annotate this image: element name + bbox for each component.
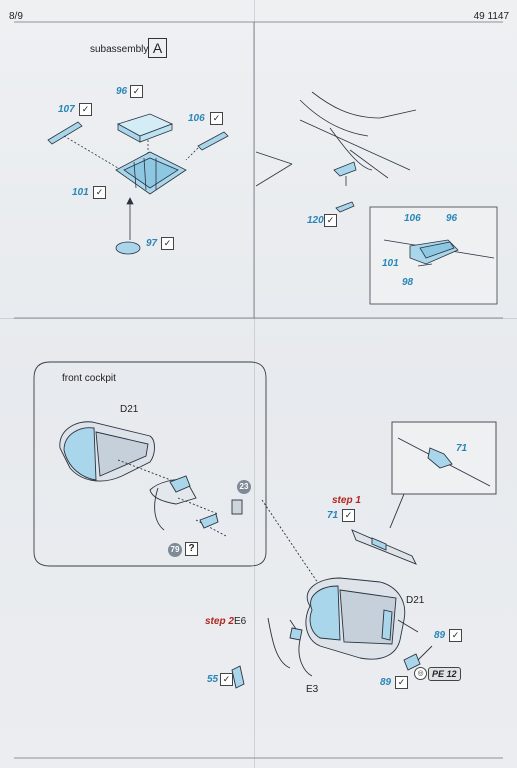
- check-box-55[interactable]: ✓: [220, 673, 233, 686]
- part-89a-label: 89: [434, 630, 446, 641]
- detail-106-label: 106: [404, 213, 421, 224]
- check-box-89b[interactable]: ✓: [395, 676, 408, 689]
- check-box-97[interactable]: ✓: [161, 237, 174, 250]
- part-120-label: 120: [307, 215, 324, 226]
- part-e3-label: E3: [306, 684, 319, 695]
- detail-98-label: 98: [402, 277, 414, 288]
- check-box-71[interactable]: ✓: [342, 509, 355, 522]
- fold-line-horizontal: [0, 318, 517, 319]
- part-97-label: 97: [146, 238, 158, 249]
- check-box-120[interactable]: ✓: [324, 214, 337, 227]
- callout-71-label: 71: [456, 443, 468, 454]
- part-107-label: 107: [58, 104, 75, 115]
- check-box-101[interactable]: ✓: [93, 186, 106, 199]
- page-number: 8/9: [9, 11, 23, 22]
- canopy-detail-drawing: [255, 91, 498, 305]
- step-drawings: [231, 421, 497, 689]
- paint-code-23-badge: 23: [237, 480, 251, 494]
- tub-d21-step-label: D21: [406, 595, 425, 606]
- check-box-89a[interactable]: ✓: [449, 629, 462, 642]
- part-89b-label: 89: [380, 677, 392, 688]
- subassembly-label: subassembly: [90, 44, 149, 55]
- check-box-96[interactable]: ✓: [130, 85, 143, 98]
- subassembly-a-drawing: [47, 113, 229, 255]
- front-cockpit-label: front cockpit: [62, 373, 116, 384]
- part-96-label: 96: [116, 86, 128, 97]
- subassembly-letter-box: A: [148, 38, 167, 58]
- kit-number: 49 1147: [473, 11, 509, 22]
- part-101-label: 101: [72, 187, 89, 198]
- fold-line-vertical: [254, 0, 255, 768]
- pe-reference-badge: PE 12: [428, 667, 461, 681]
- cockpit-tub-drawing: [59, 421, 243, 537]
- step-2-label: step 2: [205, 616, 234, 627]
- panel-dividers: [14, 21, 503, 759]
- step-1-label: step 1: [332, 495, 361, 506]
- part-e6-label: E6: [234, 616, 247, 627]
- detail-96-label: 96: [446, 213, 458, 224]
- paint-code-79-badge: 79: [168, 543, 182, 557]
- detail-101-label: 101: [382, 258, 399, 269]
- question-box: ?: [185, 542, 198, 556]
- tub-d21-label: D21: [120, 404, 139, 415]
- front-cockpit-frame: [33, 361, 267, 567]
- pe-fret-icon: ◎: [414, 667, 427, 680]
- check-box-106[interactable]: ✓: [210, 112, 223, 125]
- part-106-label: 106: [188, 113, 205, 124]
- check-box-107[interactable]: ✓: [79, 103, 92, 116]
- part-71-label: 71: [327, 510, 339, 521]
- part-55-label: 55: [207, 674, 219, 685]
